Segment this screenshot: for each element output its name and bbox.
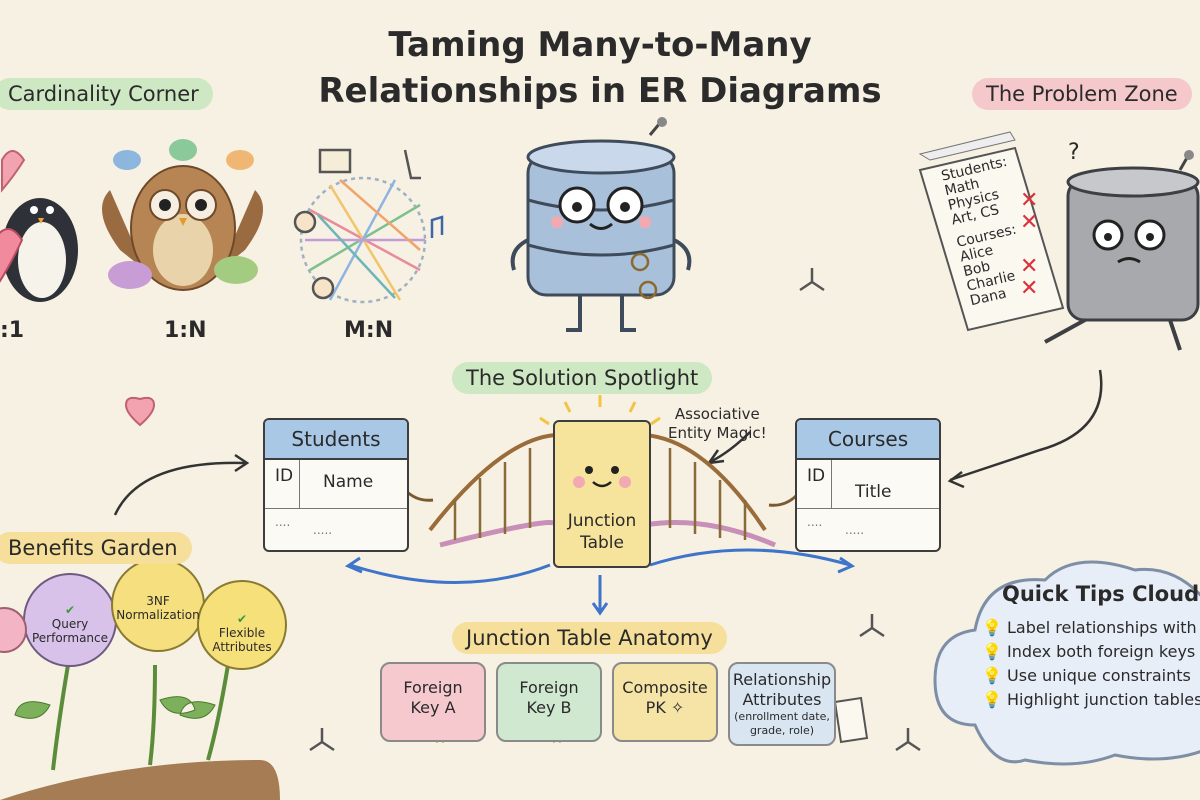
solution-spotlight-banner: The Solution Spotlight — [452, 362, 713, 394]
lightbulb-icon: 💡 — [982, 642, 1002, 661]
cardinality-corner-banner: Cardinality Corner — [0, 78, 213, 110]
benefit-flexible-attributes: ✔ Flexible Attributes — [212, 612, 272, 654]
associative-entity-annotation: Associative Entity Magic! — [668, 405, 767, 442]
tip-item: 💡 Index both foreign keys — [982, 642, 1196, 661]
flow-arrows — [113, 369, 1103, 516]
lightbulb-icon: 💡 — [982, 666, 1002, 685]
students-data-row: .... ..... — [275, 515, 333, 537]
benefit-3nf-normalization: 3NF Normalization — [116, 594, 200, 622]
courses-header-row: ID Title — [797, 460, 939, 509]
question-mark-icon: ? — [1068, 140, 1080, 165]
tips-cloud-shape — [933, 560, 1200, 766]
title-line-2: Relationships in ER Diagrams — [318, 71, 882, 111]
benefits-flowers — [0, 558, 287, 800]
students-table-title: Students — [265, 420, 407, 460]
lightbulb-icon: 💡 — [982, 618, 1002, 637]
many-to-many-label: M:N — [344, 318, 394, 343]
page-title: Taming Many-to-Many Relationships in ER … — [300, 22, 900, 114]
many-to-many-network-illustration — [293, 148, 444, 304]
sad-database-character — [1044, 150, 1200, 351]
penguin-heart-illustration — [0, 150, 78, 302]
students-name-column: Name — [323, 472, 374, 492]
courses-table: Courses ID Title .... ..... — [795, 418, 941, 552]
junction-anatomy-banner: Junction Table Anatomy — [452, 622, 727, 654]
courses-data-row: .... ..... — [807, 515, 865, 537]
junction-table-label: Junction Table — [567, 511, 637, 553]
foreign-key-a-card: Foreign Key A — [380, 662, 486, 742]
tip-item: 💡 Label relationships with v — [982, 618, 1200, 637]
tips-cloud-title: Quick Tips Cloud — [1002, 582, 1200, 606]
courses-id-column: ID — [807, 466, 826, 486]
one-to-many-label: 1:N — [164, 318, 207, 343]
students-header-row: ID Name — [265, 460, 407, 509]
students-id-column: ID — [275, 466, 294, 486]
happy-database-character — [510, 117, 692, 332]
decorative-tri-marks — [309, 268, 921, 752]
benefits-garden-banner: Benefits Garden — [0, 532, 192, 564]
one-to-one-label: :1 — [0, 318, 25, 343]
decorative-heart — [124, 396, 156, 427]
document-icon — [833, 696, 869, 744]
blue-relationship-arrow — [344, 548, 856, 616]
tip-item: 💡 Highlight junction tables v — [982, 690, 1200, 709]
red-x-icons: ✕✕✕✕ — [1020, 188, 1039, 301]
lightbulb-icon: 💡 — [982, 690, 1002, 709]
problem-zone-banner: The Problem Zone — [972, 78, 1192, 110]
title-line-1: Taming Many-to-Many — [388, 25, 812, 65]
junction-face-icon — [573, 466, 631, 488]
tip-item: 💡 Use unique constraints — [982, 666, 1191, 685]
benefit-query-performance: ✔ Query Performance — [31, 603, 109, 645]
courses-title-column: Title — [855, 482, 892, 502]
courses-table-title: Courses — [797, 420, 939, 460]
junction-table-character: Junction Table — [553, 420, 651, 568]
students-table: Students ID Name .... ..... — [263, 418, 409, 552]
problem-note-paper — [918, 131, 1065, 332]
composite-pk-card: Composite PK ✧ — [612, 662, 718, 742]
foreign-key-b-card: Foreign Key B — [496, 662, 602, 742]
relationship-attributes-card: Relationship Attributes (enrollment date… — [728, 662, 836, 746]
junction-glow-rays — [539, 395, 661, 426]
bridge-illustration — [403, 433, 799, 548]
owl-birds-illustration — [102, 139, 263, 291]
